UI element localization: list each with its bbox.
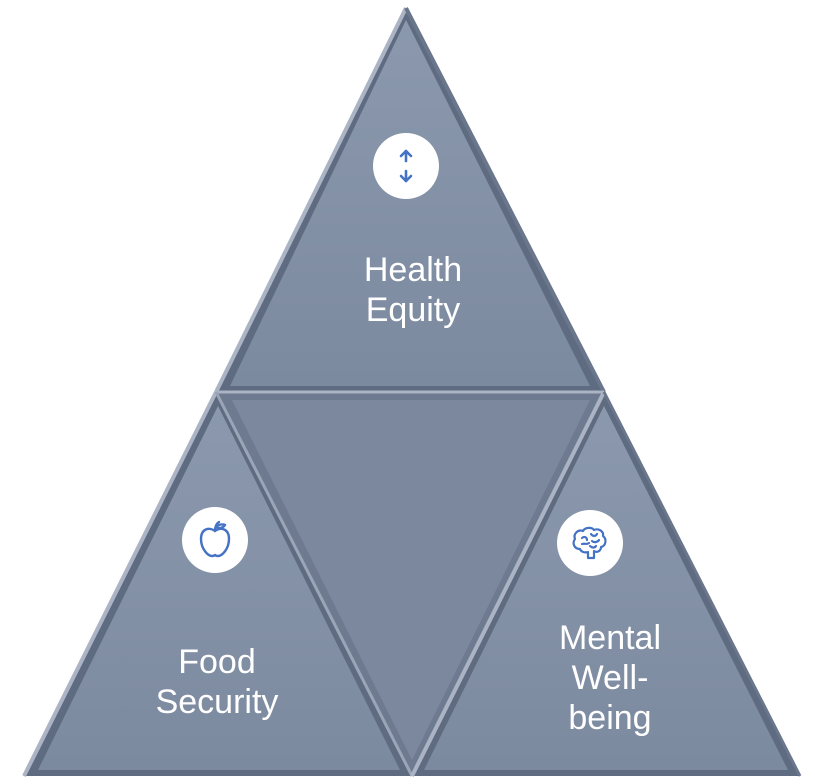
triangle-top — [214, 7, 606, 393]
food-security-label: Food Security — [117, 642, 317, 722]
up-down-arrow-icon — [399, 149, 413, 183]
food-security-icon-badge — [182, 507, 248, 573]
mental-wellbeing-label: Mental Well- being — [510, 618, 710, 738]
health-equity-label: Health Equity — [313, 250, 513, 330]
mental-wellbeing-line-1: Mental — [558, 619, 662, 657]
triangle-center — [216, 390, 604, 776]
health-equity-line-1: Health — [363, 251, 463, 289]
triangle-right — [410, 391, 802, 777]
brain-icon — [572, 526, 607, 560]
health-equity-line-2: Equity — [365, 291, 461, 329]
food-security-line-1: Food — [178, 643, 256, 681]
food-security-line-2: Security — [155, 683, 279, 721]
mental-wellbeing-icon-badge — [557, 510, 623, 576]
health-equity-icon-badge — [373, 133, 439, 199]
mental-wellbeing-line-3: being — [568, 699, 652, 737]
apple-icon — [199, 520, 231, 558]
triangle-left — [22, 391, 414, 777]
mental-wellbeing-line-2: Well- — [571, 659, 649, 697]
